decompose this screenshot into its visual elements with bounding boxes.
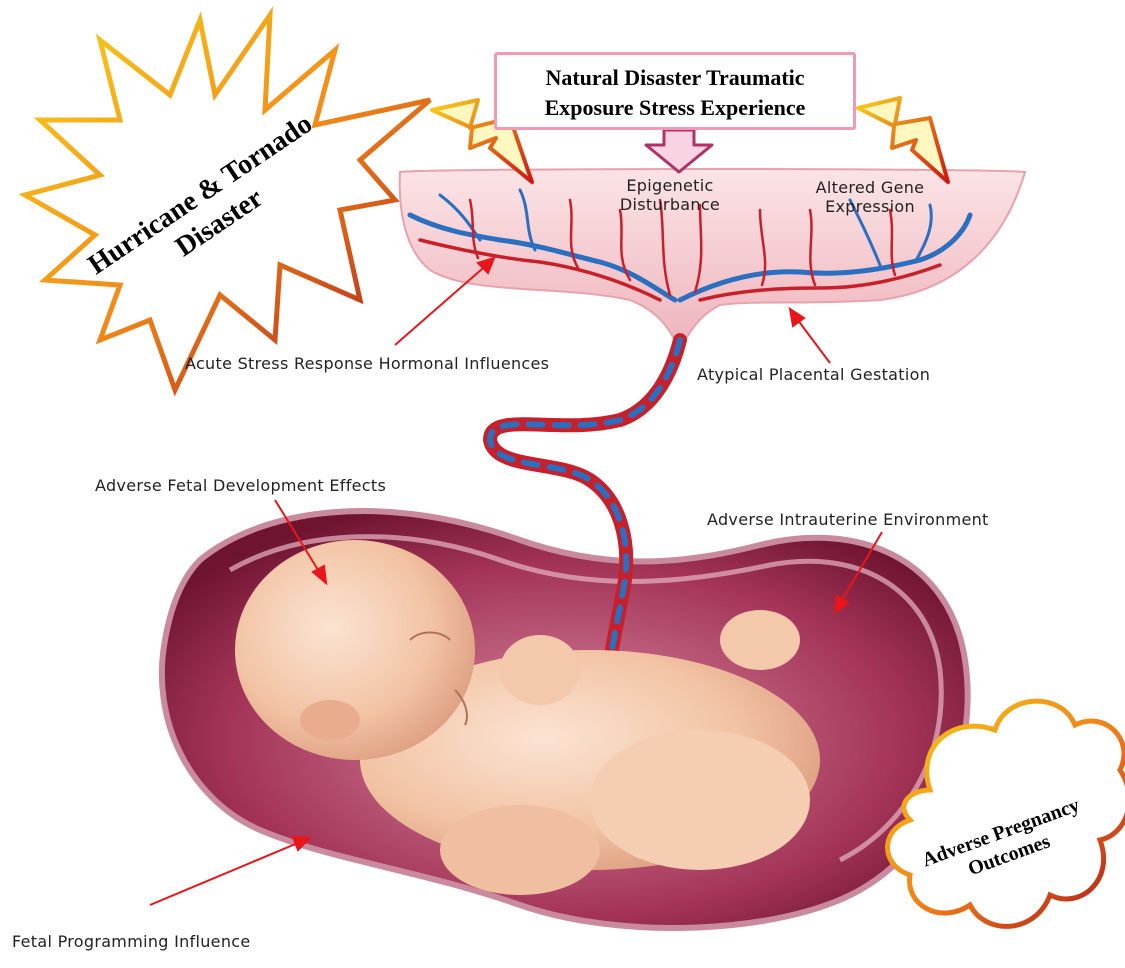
header-box: Natural Disaster Traumatic Exposure Stre… (494, 52, 856, 130)
down-arrow-icon (646, 130, 712, 172)
label-fetal-programming: Fetal Programming Influence (12, 932, 251, 951)
header-box-line1: Natural Disaster Traumatic (497, 63, 853, 93)
label-adverse-intrauterine: Adverse Intrauterine Environment (707, 510, 989, 529)
label-adverse-fetal: Adverse Fetal Development Effects (95, 476, 386, 495)
arrow-fetal-programming (150, 837, 310, 905)
label-acute-stress: Acute Stress Response Hormonal Influence… (185, 354, 549, 373)
label-epigenetic: Epigenetic Disturbance (605, 176, 735, 214)
arrow-atypical-placental (790, 309, 830, 363)
label-altered-gene: Altered Gene Expression (800, 178, 940, 216)
header-box-line2: Exposure Stress Experience (497, 93, 853, 123)
label-atypical-placental: Atypical Placental Gestation (697, 365, 930, 384)
